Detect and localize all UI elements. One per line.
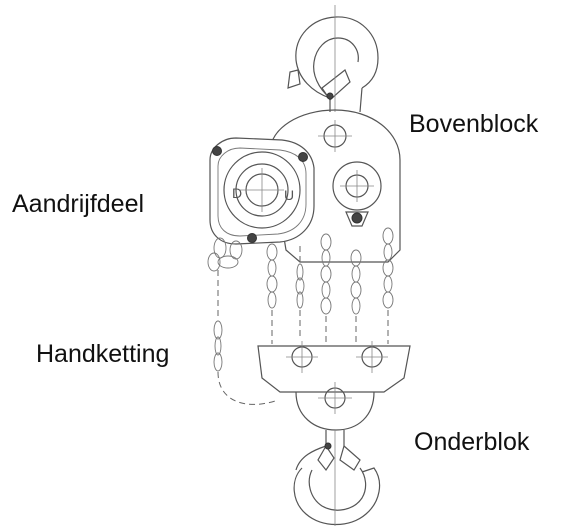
label-bottom-block: Onderblok [414, 428, 530, 456]
top-hook [287, 5, 379, 113]
label-drive-unit: Aandrijfdeel [12, 190, 145, 218]
label-top-block: Bovenblock [409, 110, 539, 138]
bottom-hook [293, 430, 381, 526]
lower-block [257, 341, 411, 431]
label-hand-chain: Handketting [36, 340, 170, 368]
load-chains [266, 227, 394, 344]
hand-chain-links [207, 237, 305, 405]
drive-unit: D U [209, 137, 315, 245]
upper-block [269, 109, 401, 263]
svg-text:D: D [232, 185, 242, 201]
svg-text:U: U [284, 187, 294, 203]
